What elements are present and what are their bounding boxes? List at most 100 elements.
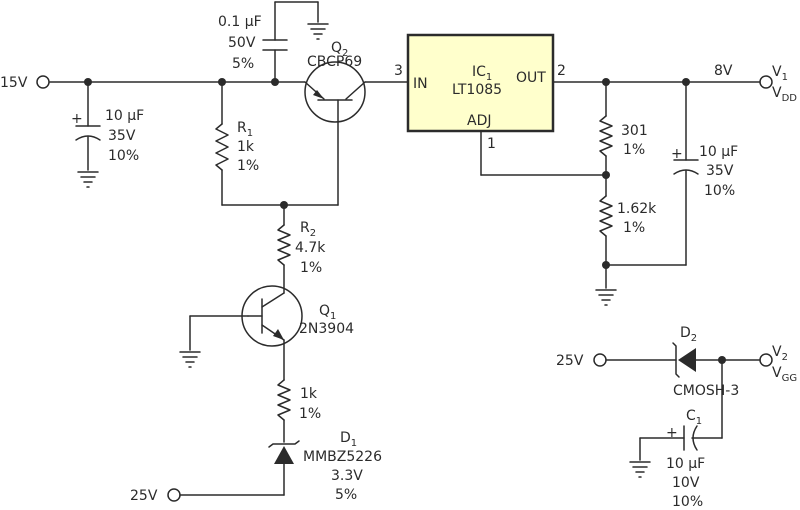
resistor-zigzag [599, 195, 613, 237]
resistor-301: 301 1% [599, 115, 648, 158]
polarity-plus-icon: + [666, 425, 678, 441]
junction-dot [602, 78, 610, 86]
resistor-zigzag [215, 123, 229, 171]
terminal-25v-bottom[interactable] [167, 488, 181, 502]
ground-icon [77, 171, 99, 188]
pin-3-number: 3 [394, 63, 403, 79]
cap-in-voltage: 35V [108, 128, 136, 144]
pin-adj-label: ADJ [467, 113, 492, 129]
d2-part: CMOSH-3 [673, 383, 739, 399]
r301-tol: 1% [623, 142, 645, 158]
r2-tol: 1% [300, 260, 322, 276]
d1-part: MMBZ5226 [303, 449, 382, 465]
junctions [84, 78, 726, 364]
c1-tol: 10% [672, 494, 703, 510]
ground-icon [179, 351, 201, 368]
transistor-q1: Q1 2N3904 [241, 285, 354, 347]
r1-value: 1k [237, 139, 255, 155]
capacitor-c1: + C1 10 µF 10V 10% [666, 408, 705, 510]
output-capacitor: + 10 µF 35V 10% [671, 144, 738, 199]
polarity-plus-icon: + [71, 111, 83, 127]
pin-1-number: 1 [487, 136, 496, 152]
junction-dot [718, 356, 726, 364]
cap-out-tol: 10% [704, 183, 735, 199]
r-zener-tol: 1% [299, 406, 321, 422]
terminal-v1[interactable] [759, 75, 773, 89]
junction-dot [602, 171, 610, 179]
terminal-25v-right[interactable] [593, 353, 607, 367]
arrow-icon [273, 329, 284, 340]
diode-d2: D2 CMOSH-3 [672, 325, 739, 399]
r1-ref: R1 [237, 120, 253, 139]
arrow-icon [313, 90, 324, 99]
diode-triangle-icon [678, 348, 696, 372]
input-capacitor: + 10 µF 35V 10% [71, 108, 144, 164]
pin-out-label: OUT [516, 70, 546, 86]
cap-in-value: 10 µF [105, 108, 144, 124]
d1-tol: 5% [335, 487, 357, 503]
polarity-plus-icon: + [671, 146, 683, 162]
d1-voltage: 3.3V [331, 468, 363, 484]
pin-in-label: IN [413, 76, 428, 92]
q1-ref: Q1 [319, 303, 336, 322]
c1-ref: C1 [686, 408, 702, 427]
wires [49, 1, 761, 496]
cap-out-value: 10 µF [699, 144, 738, 160]
junction-dot [602, 261, 610, 269]
r2-value: 4.7k [295, 240, 326, 256]
ground-icon [629, 461, 651, 478]
out2-vgg-label: VGG [772, 365, 797, 384]
out1-volt: 8V [714, 63, 733, 79]
terminal-v2[interactable] [759, 353, 773, 367]
out1-vdd-label: VDD [772, 85, 797, 104]
resistor-zigzag [277, 379, 291, 421]
resistor-r1: R1 1k 1% [215, 120, 259, 174]
ground-icon [307, 23, 329, 40]
resistor-1k: 1k 1% [277, 379, 321, 422]
d1-ref: D1 [340, 430, 357, 449]
r2-ref: R2 [300, 220, 316, 239]
cap-top-tol: 5% [232, 56, 254, 72]
r1-tol: 1% [237, 158, 259, 174]
cap-top-voltage: 50V [228, 35, 256, 51]
diode-triangle-icon [274, 446, 294, 464]
r162-tol: 1% [623, 220, 645, 236]
label-25v-right: 25V [556, 353, 584, 369]
ground-icon [595, 289, 617, 306]
top-capacitor: 0.1 µF 50V 5% [218, 14, 288, 72]
q2-part: CBCP69 [307, 54, 362, 70]
q1-part: 2N3904 [299, 321, 354, 337]
label-25v-bottom: 25V [130, 488, 158, 504]
out1-v-label: V1 [772, 64, 788, 83]
transistor-q2: Q2 CBCP69 [304, 40, 366, 123]
junction-dot [280, 201, 288, 209]
cap-plate-curved [692, 425, 698, 451]
diode-bar [672, 342, 680, 378]
resistor-1-62k: 1.62k 1% [599, 195, 657, 237]
cap-top-value: 0.1 µF [218, 14, 262, 30]
zener-diode-d1: D1 MMBZ5226 3.3V 5% [268, 430, 382, 503]
cap-plate-curved [75, 135, 101, 141]
resistor-r2: R2 4.7k 1% [277, 220, 326, 276]
out2-v-label: V2 [772, 344, 788, 363]
cap-in-tol: 10% [108, 148, 139, 164]
r-zener-value: 1k [300, 386, 318, 402]
label-15v: 15V [0, 75, 28, 91]
resistor-zigzag [599, 115, 613, 157]
cap-plate-curved [673, 169, 699, 175]
junction-dot [682, 78, 690, 86]
terminal-15v[interactable] [36, 75, 50, 89]
transistor-body [304, 61, 366, 123]
cap-out-voltage: 35V [706, 163, 734, 179]
pin-2-number: 2 [557, 63, 566, 79]
junction-dot [84, 78, 92, 86]
r301-value: 301 [621, 123, 648, 139]
zener-bar [268, 440, 300, 448]
ic-body [406, 33, 555, 133]
resistor-zigzag [277, 224, 291, 266]
c1-value: 10 µF [666, 456, 705, 472]
transistor-body [241, 285, 303, 347]
junction-dot [271, 78, 279, 86]
ic-ref: IC1 [472, 64, 492, 83]
q2-ref: Q2 [331, 40, 348, 59]
